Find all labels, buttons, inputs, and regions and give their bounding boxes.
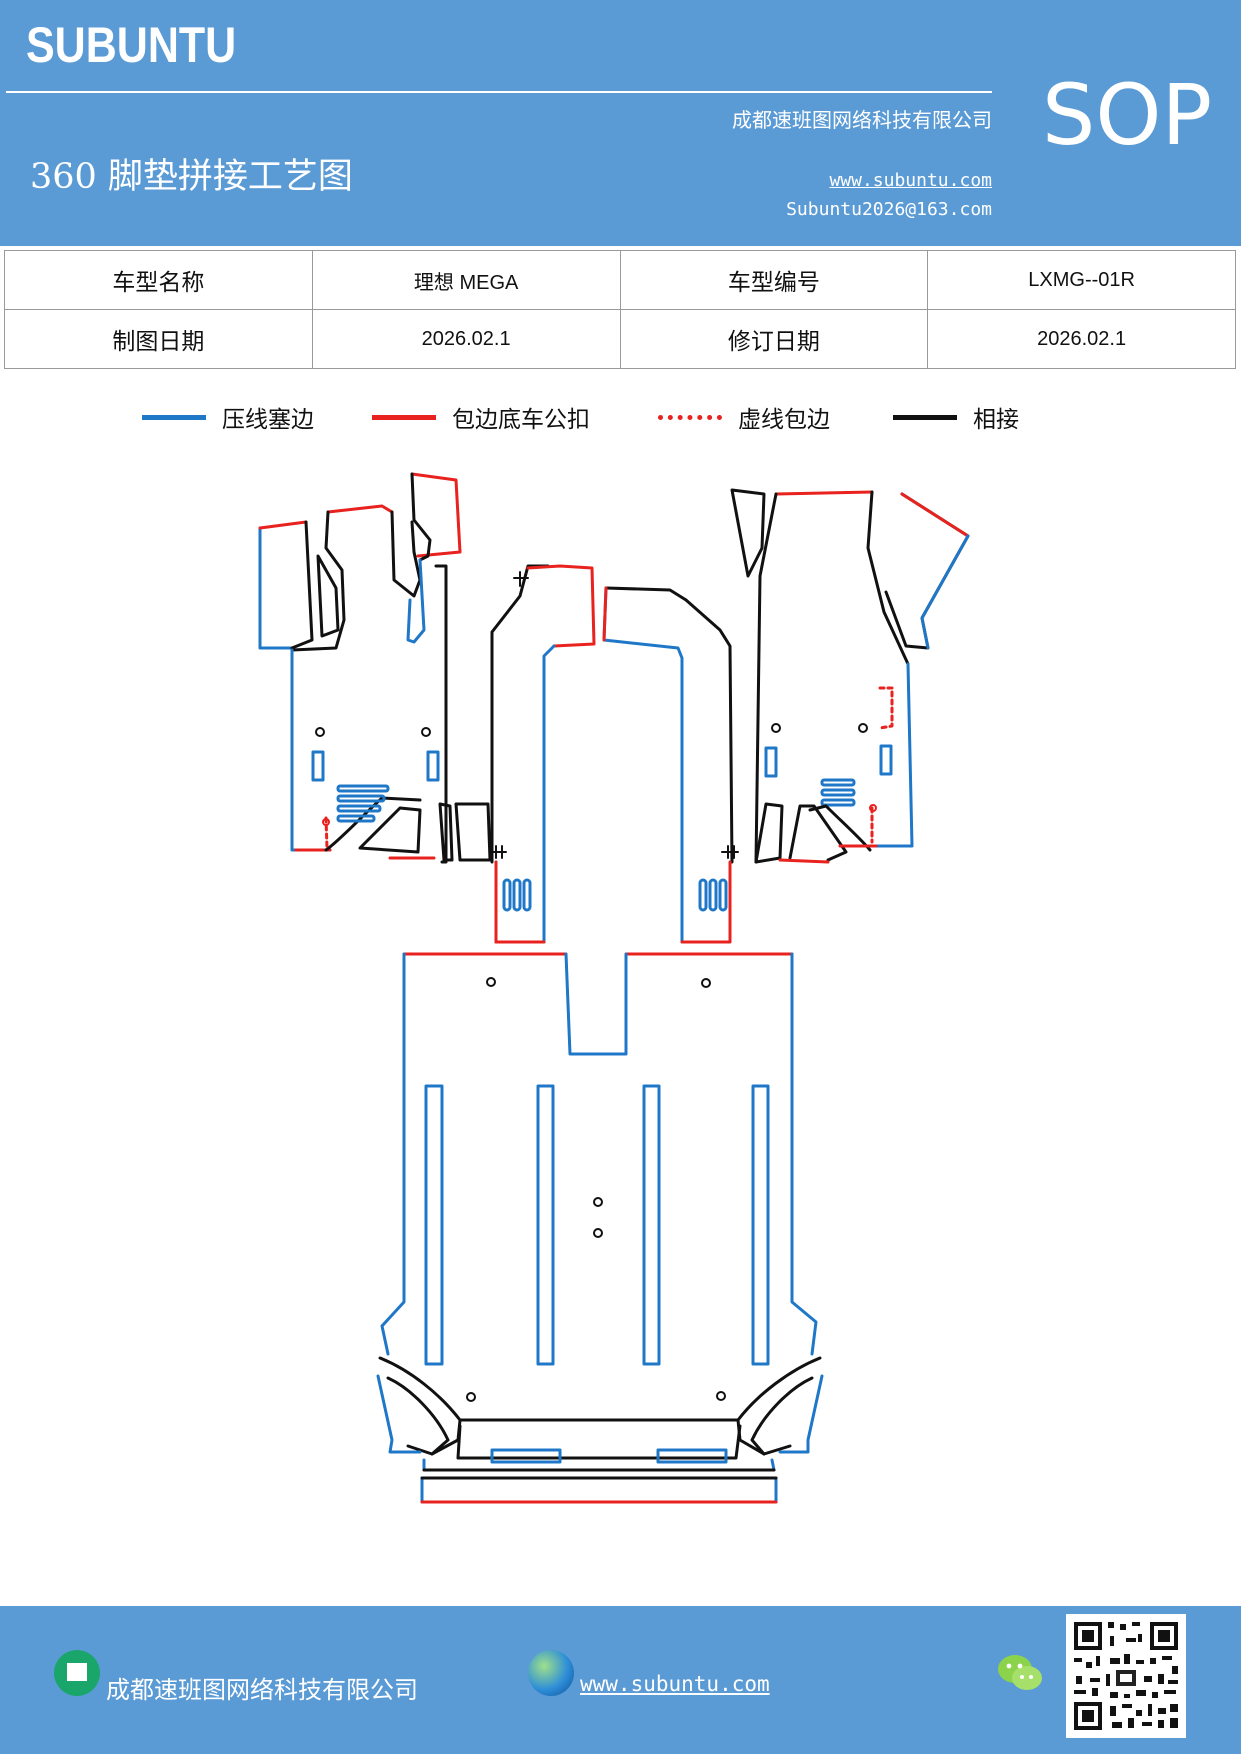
legend-label: 包边底车公扣 — [452, 407, 590, 433]
company-icon — [54, 1650, 100, 1696]
vehicle-info-table: 车型名称 理想 MEGA 车型编号 LXMG--01R 制图日期 2026.02… — [4, 250, 1236, 369]
legend-label: 压线塞边 — [222, 407, 314, 433]
legend-swatch — [142, 414, 206, 420]
legend-swatch — [372, 414, 436, 420]
website-link[interactable]: www.subuntu.com — [829, 170, 992, 191]
footer-banner: 成都速班图网络科技有限公司 www.subuntu.com — [0, 1606, 1241, 1754]
legend-label: 相接 — [973, 407, 1019, 433]
contact-email[interactable]: Subuntu2026@163.com — [786, 199, 992, 220]
sop-badge: SOP — [1042, 66, 1213, 164]
wechat-icon[interactable] — [996, 1652, 1044, 1694]
draw-date-value: 2026.02.1 — [311, 309, 621, 369]
globe-icon — [528, 1650, 574, 1696]
footer-company-name: 成都速班图网络科技有限公司 — [106, 1676, 418, 1704]
draw-date-label: 制图日期 — [4, 309, 313, 369]
model-code-value: LXMG--01R — [927, 250, 1236, 310]
rear-floor-mat — [376, 952, 824, 1504]
model-name-value: 理想 MEGA — [311, 250, 621, 310]
revise-date-value: 2026.02.1 — [927, 309, 1236, 369]
model-code-label: 车型编号 — [619, 250, 929, 310]
legend-item-dashed-wrap: 虚线包边 — [658, 400, 830, 434]
footer-website-link[interactable]: www.subuntu.com — [580, 1672, 770, 1696]
right-tunnel-mat — [602, 586, 739, 944]
left-front-mat — [258, 472, 492, 864]
legend: 压线塞边 包边底车公扣 虚线包边 相接 — [0, 400, 1241, 440]
legend-item-wrap-edge: 包边底车公扣 — [372, 400, 590, 434]
header-divider — [6, 91, 992, 93]
legend-swatch — [658, 414, 722, 420]
legend-item-press-line: 压线塞边 — [142, 400, 314, 434]
qr-code — [1066, 1614, 1186, 1738]
page-title: 360 脚垫拼接工艺图 — [30, 157, 353, 197]
floor-mat-diagram — [258, 472, 970, 1504]
header-banner: SUBUNTU SOP 成都速班图网络科技有限公司 360 脚垫拼接工艺图 ww… — [0, 0, 1241, 246]
company-name: 成都速班图网络科技有限公司 — [732, 108, 992, 132]
brand-logo: SUBUNTU — [26, 17, 237, 73]
right-front-mat — [730, 488, 970, 864]
left-tunnel-mat — [489, 564, 596, 944]
revise-date-label: 修订日期 — [619, 309, 929, 369]
legend-label: 虚线包边 — [738, 407, 830, 433]
legend-swatch — [893, 414, 957, 420]
table-row: 车型名称 理想 MEGA 车型编号 LXMG--01R — [4, 250, 1236, 310]
qr-code-pattern — [1074, 1622, 1178, 1730]
table-row: 制图日期 2026.02.1 修订日期 2026.02.1 — [4, 309, 1236, 369]
model-name-label: 车型名称 — [4, 250, 313, 310]
legend-item-joint: 相接 — [893, 400, 1019, 434]
